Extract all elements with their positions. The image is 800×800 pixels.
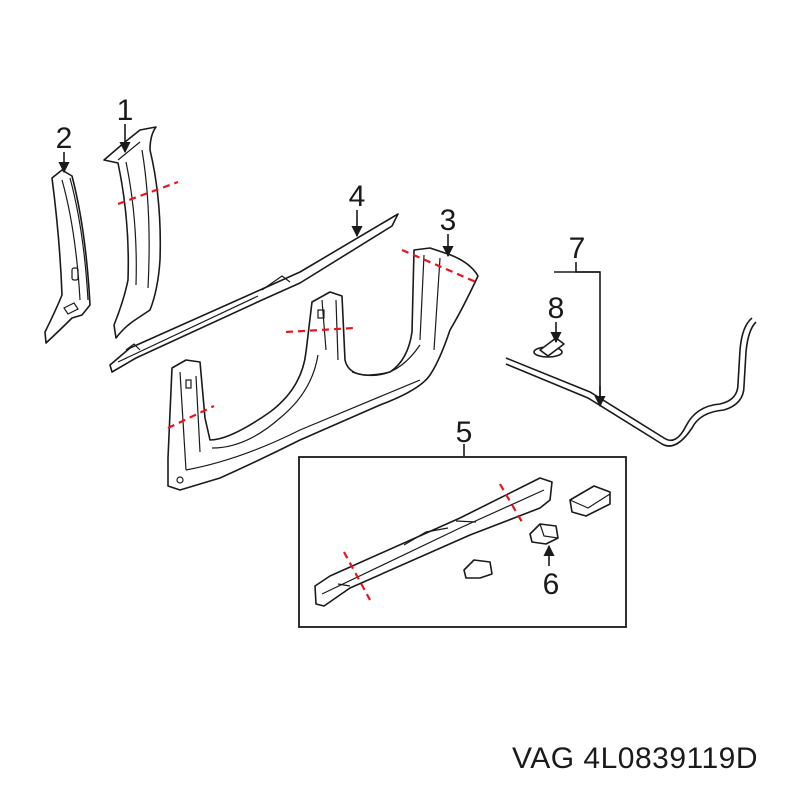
part-number-label: VAG 4L0839119D (511, 742, 758, 775)
callout-1: 1 (117, 94, 134, 127)
part-5-group-box (298, 456, 627, 628)
callout-2: 2 (56, 122, 73, 155)
callout-7: 7 (569, 232, 586, 265)
part-8-clip (533, 337, 565, 358)
bracket-a (463, 559, 493, 579)
part-5-sill-panel (314, 477, 553, 607)
part-2-a-pillar-trim (44, 169, 91, 344)
bracket-c (569, 485, 611, 517)
part-1-b-pillar (103, 126, 162, 339)
callout-4: 4 (349, 180, 366, 213)
cut-lines (117, 180, 523, 601)
part-3-side-panel (167, 247, 479, 491)
callout-6: 6 (543, 568, 560, 601)
part-7-door-seal (505, 317, 757, 447)
part-6-bracket (529, 523, 559, 545)
callout-5: 5 (456, 416, 473, 449)
part-4-roof-rail (109, 213, 399, 373)
leader-lines (58, 124, 606, 566)
callout-3: 3 (440, 204, 457, 237)
callout-8: 8 (548, 292, 565, 325)
